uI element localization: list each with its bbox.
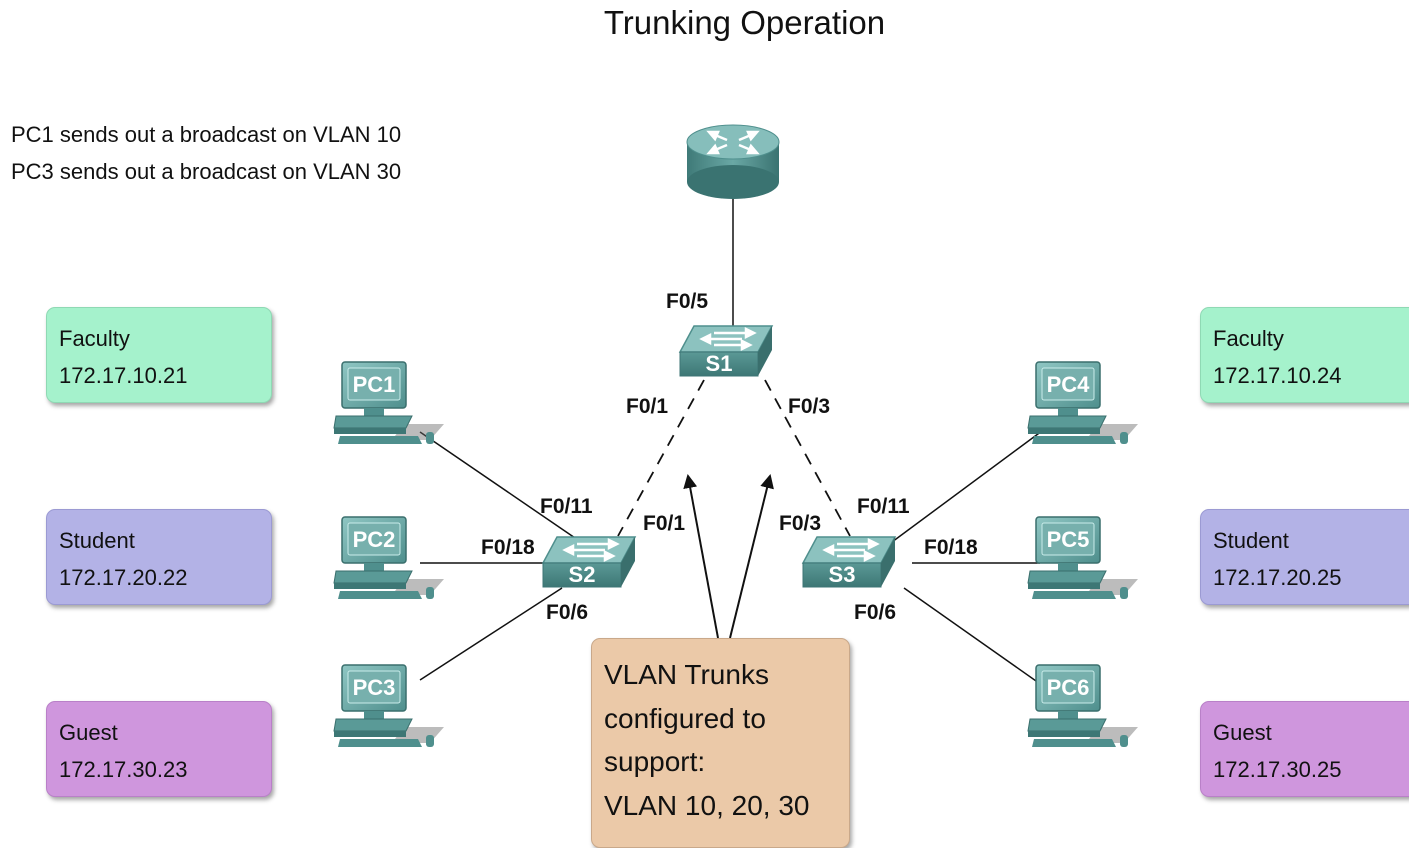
vlan-ip: 172.17.10.21 [59,363,188,388]
link-s3-pc4 [891,427,1047,543]
trunk-s1-s3 [764,379,851,537]
pc5-label: PC5 [1047,527,1090,552]
vlan-ip: 172.17.20.22 [59,565,188,590]
port-label-s3-pc6: F0/6 [854,601,897,624]
arrow-to-trunk-s1-s2 [683,474,719,639]
switch-s3-label: S3 [829,562,856,587]
pc-pc5: PC5 [1027,516,1139,600]
pc-pc6: PC6 [1027,664,1139,748]
port-label-s2-pc3: F0/6 [546,601,589,624]
pc1-label: PC1 [353,372,396,397]
vlan-name: Faculty [59,326,130,351]
vlan-box-student-right: Student 172.17.20.25 [1200,509,1409,605]
trunk-s1-s2 [617,379,705,537]
link-s2-pc1 [419,431,579,541]
switch-s2: S2 [541,535,637,589]
vlan-name: Guest [59,720,118,745]
pc2-label: PC2 [353,527,396,552]
trunk-note-line: configured to [604,702,766,734]
trunk-note-line: VLAN 10, 20, 30 [604,789,810,821]
switch-s3: S3 [801,535,897,589]
port-label-s1-to-s2: F0/1 [626,395,669,418]
vlan-name: Student [1213,528,1289,553]
vlan-ip: 172.17.30.25 [1213,757,1342,782]
vlan-box-guest-left: Guest 172.17.30.23 [46,701,272,797]
pc-pc4: PC4 [1027,361,1139,445]
trunk-note-line: VLAN Trunks [604,659,769,690]
vlan-ip: 172.17.30.23 [59,757,188,782]
caption-pc3-broadcast: PC3 sends out a broadcast on VLAN 30 [11,159,402,184]
switch-s1: S1 [678,324,774,378]
pc-pc1: PC1 [333,361,445,445]
port-label-s1-to-s3: F0/3 [788,395,831,418]
port-label-s2-pc2: F0/18 [481,536,535,559]
port-label-s3-pc4: F0/11 [857,495,910,518]
vlan-box-faculty-left: Faculty 172.17.10.21 [46,307,272,403]
vlan-name: Faculty [1213,326,1284,351]
pc4-label: PC4 [1047,372,1091,397]
vlan-ip: 172.17.10.24 [1213,363,1342,388]
switch-s2-label: S2 [569,562,596,587]
trunk-note-line: support: [604,746,706,777]
link-s2-pc3 [419,587,563,681]
arrow-to-trunk-s1-s3 [729,474,774,639]
link-s3-pc6 [903,587,1047,689]
port-label-s3-pc5: F0/18 [924,536,978,559]
caption-pc1-broadcast: PC1 sends out a broadcast on VLAN 10 [11,122,402,147]
pc3-label: PC3 [353,675,396,700]
vlan-name: Student [59,528,135,553]
pc-pc2: PC2 [333,516,445,600]
switch-s1-label: S1 [706,351,733,376]
pc-pc3: PC3 [333,664,445,748]
vlan-box-faculty-right: Faculty 172.17.10.24 [1200,307,1409,403]
port-label-s3-uplink: F0/3 [779,512,822,535]
vlan-box-guest-right: Guest 172.17.30.25 [1200,701,1409,797]
port-label-s2-uplink: F0/1 [643,512,686,535]
pc6-label: PC6 [1047,675,1090,700]
vlan-ip: 172.17.20.25 [1213,565,1342,590]
diagram-title: Trunking Operation [603,4,886,41]
port-label-s1-router: F0/5 [666,290,709,313]
vlan-box-student-left: Student 172.17.20.22 [46,509,272,605]
port-label-s2-pc1: F0/11 [540,495,593,518]
router-icon [686,124,780,199]
vlan-name: Guest [1213,720,1272,745]
trunk-config-note: VLAN Trunks configured to support: VLAN … [591,638,850,848]
